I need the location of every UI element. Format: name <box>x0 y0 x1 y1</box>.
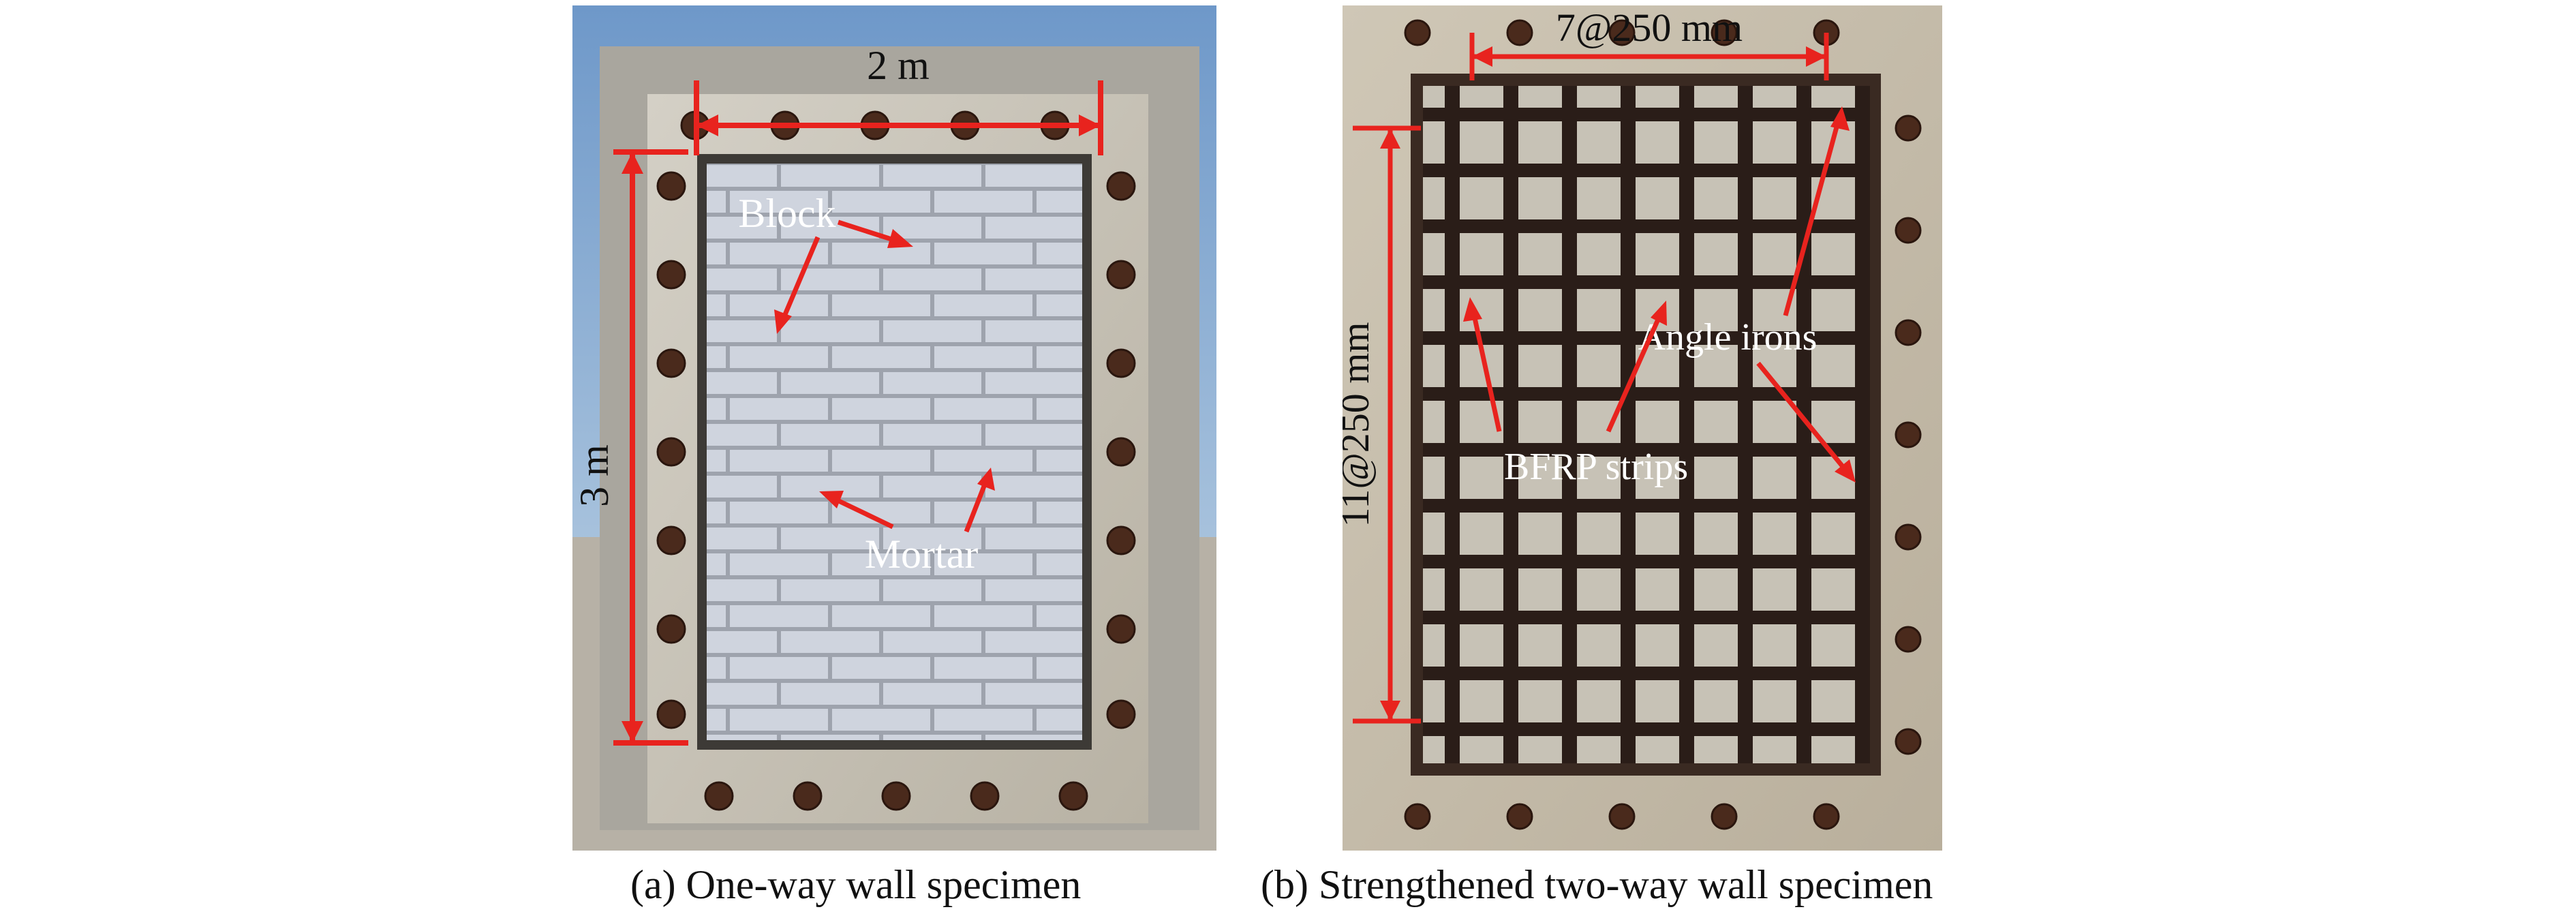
bfrp-horizontal-strip <box>1423 555 1869 568</box>
hspacing-arrow-left <box>1472 46 1492 67</box>
bolt <box>1106 525 1136 555</box>
bolt <box>656 260 686 290</box>
hspacing-arrow-right <box>1806 46 1826 67</box>
height-label: 3 m <box>572 444 617 507</box>
block-arrowhead-down <box>774 309 792 334</box>
frame-bolts <box>656 110 1136 811</box>
bolt <box>970 781 1000 811</box>
bolt <box>656 171 686 201</box>
vertical-spacing-label: 11@250 mm <box>1343 322 1377 528</box>
bfrp-vertical-strip <box>1621 86 1636 763</box>
bfrp-grid <box>1423 86 1870 763</box>
bolt <box>1106 437 1136 467</box>
angle-irons-arrowhead-up <box>1830 106 1850 131</box>
width-arrow-right <box>1079 114 1101 136</box>
bolt <box>1058 781 1088 811</box>
bfrp-horizontal-strip <box>1423 667 1869 680</box>
bfrp-horizontal-strip <box>1423 722 1869 736</box>
height-arrow-top <box>622 152 643 174</box>
bolt <box>1506 19 1533 46</box>
caption-panel-a: (a) One-way wall specimen <box>630 862 1082 907</box>
bfrp-arrowhead-right <box>1651 301 1667 326</box>
bfrp-horizontal-strip <box>1423 275 1869 289</box>
bfrp-horizontal-strip <box>1423 387 1869 401</box>
width-label: 2 m <box>867 43 930 88</box>
caption-panel-b: (b) Strengthened two-way wall specimen <box>1261 862 1933 907</box>
vspacing-arrow-bottom <box>1380 701 1400 721</box>
wall-shadow-edge <box>697 154 1092 750</box>
bolt <box>1813 803 1840 830</box>
bolt <box>1895 523 1922 551</box>
bolt <box>1106 699 1136 729</box>
bolt <box>656 525 686 555</box>
bolt <box>1895 319 1922 346</box>
bfrp-horizontal-strip <box>1423 108 1869 121</box>
bolt <box>656 699 686 729</box>
angle-irons-arrowhead-down <box>1835 459 1856 483</box>
strengthened-wall-photo: 7@250 mm 11@250 mm Angle irons BFRP stri… <box>1343 5 1942 851</box>
bfrp-vertical-strip <box>1562 86 1577 763</box>
bfrp-arrow-right <box>1606 307 1666 433</box>
bolt <box>704 781 734 811</box>
bolt <box>1895 217 1922 244</box>
bolt <box>1106 260 1136 290</box>
bfrp-vertical-strip <box>1738 86 1753 763</box>
bfrp-horizontal-strip <box>1423 331 1869 345</box>
masonry-wall <box>702 159 1087 745</box>
bolt <box>656 437 686 467</box>
bolt <box>656 348 686 378</box>
bfrp-horizontal-strip <box>1423 611 1869 624</box>
vspacing-arrow-top <box>1380 128 1400 149</box>
bolt <box>1608 19 1636 46</box>
bolt <box>1404 19 1431 46</box>
bfrp-horizontal-strip <box>1423 219 1869 233</box>
bfrp-label: BFRP strips <box>1504 446 1688 488</box>
bolt <box>1506 803 1533 830</box>
bfrp-vertical-strip <box>1445 86 1460 763</box>
bolt <box>1895 626 1922 653</box>
one-way-wall-photo: 2 m 3 m Block Mortar <box>572 5 1216 851</box>
mortar-arrowhead-up <box>977 468 995 491</box>
bolt <box>1106 171 1136 201</box>
angle-irons-arrow-down <box>1756 361 1852 478</box>
bolt <box>1106 348 1136 378</box>
bolt <box>1404 803 1431 830</box>
mortar-label: Mortar <box>865 532 979 577</box>
height-arrow-bottom <box>622 721 643 743</box>
bfrp-vertical-strip <box>1679 86 1694 763</box>
block-arrowhead-right <box>887 229 913 248</box>
width-arrow-left <box>696 114 718 136</box>
bolt <box>1608 803 1636 830</box>
bolt <box>1711 803 1738 830</box>
block-arrow-down <box>778 236 821 327</box>
angle-irons-label: Angle irons <box>1638 316 1818 358</box>
bolt <box>793 781 823 811</box>
bfrp-horizontal-strip <box>1423 499 1869 513</box>
frame-bolts-b <box>1404 19 1922 830</box>
bfrp-horizontal-strip <box>1423 164 1869 177</box>
bolt <box>1895 421 1922 448</box>
mortar-arrowhead-left <box>819 491 844 508</box>
bolt <box>1895 728 1922 755</box>
bolt <box>1711 19 1738 46</box>
bolt <box>656 614 686 644</box>
horizontal-spacing-label: 7@250 mm <box>1556 5 1743 50</box>
bolt <box>881 781 911 811</box>
bfrp-vertical-strip <box>1503 86 1518 763</box>
block-label: Block <box>738 191 835 236</box>
bfrp-arrowhead-left <box>1463 297 1482 322</box>
bolt <box>1106 614 1136 644</box>
angle-irons-arrow-up <box>1783 114 1843 316</box>
bfrp-arrow-left <box>1469 305 1502 432</box>
bolt <box>1895 114 1922 142</box>
bfrp-horizontal-strip <box>1423 443 1869 457</box>
bfrp-vertical-strip <box>1855 86 1870 763</box>
